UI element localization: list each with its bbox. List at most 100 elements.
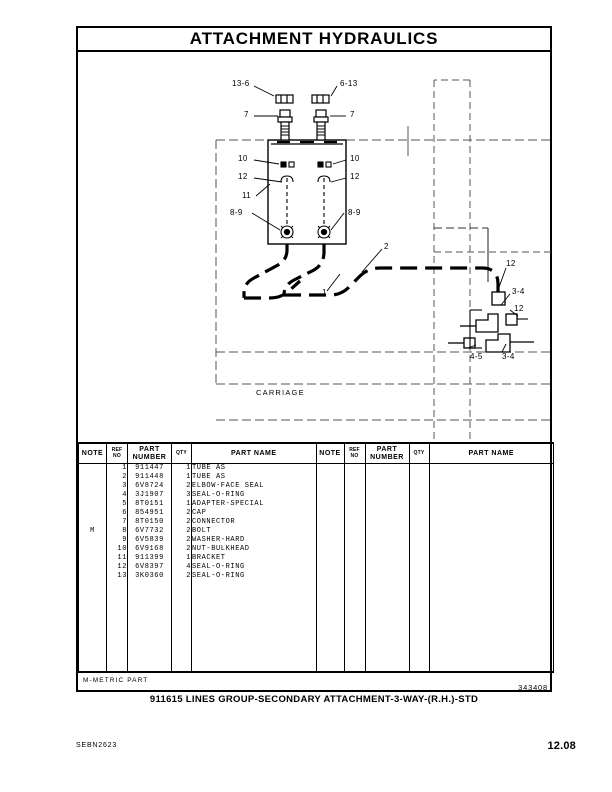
parts-row-13-qty: 2 — [186, 572, 191, 580]
parts-row-5-name: ADAPTER-SPECIAL — [192, 500, 265, 508]
table-header-row: NOTE REF NO PART NUMBER QTY PART NAME NO… — [78, 443, 554, 464]
figure-caption: 911615 LINES GROUP-SECONDARY ATTACHMENT-… — [149, 694, 479, 705]
parts-row-12-pn: 6V8397 — [135, 563, 164, 571]
technical-drawing: CARRIAGE 13-6 6-13 7 7 10 10 12 12 11 8-… — [78, 52, 554, 442]
callout-8-9-left: 8-9 — [230, 208, 243, 217]
column-qty-right — [408, 463, 430, 672]
callout-6-13: 6-13 — [340, 79, 358, 88]
parts-row-12-ref: 12 — [117, 563, 127, 571]
parts-row-3-name: ELBOW-FACE SEAL — [192, 482, 265, 490]
header-pn-line1-r: PART — [376, 446, 398, 454]
parts-row-5-qty: 1 — [186, 500, 191, 508]
parts-row-11-note — [79, 554, 106, 563]
parts-row-3-qty: 2 — [186, 482, 191, 490]
parts-row-4-name: SEAL-O-RING — [192, 491, 245, 499]
header-ref-line1: REF — [111, 447, 123, 454]
header-qty-right: QTY — [408, 443, 430, 464]
callout-7-left: 7 — [244, 110, 249, 119]
parts-row-10-pn: 6V9168 — [135, 545, 164, 553]
column-note-left: M — [79, 464, 106, 671]
parts-row-12-qty: 4 — [186, 563, 191, 571]
callout-3-4-upper: 3-4 — [512, 287, 525, 296]
parts-row-10-note — [79, 545, 106, 554]
callout-2: 2 — [384, 242, 389, 251]
parts-row-5-ref: 5 — [122, 500, 127, 508]
parts-row-2-ref: 2 — [122, 473, 127, 481]
parts-row-2-pn: 911448 — [135, 473, 164, 481]
parts-row-1-ref: 1 — [122, 464, 127, 472]
parts-row-13-ref: 13 — [117, 572, 127, 580]
parts-row-3-ref: 3 — [122, 482, 127, 490]
header-part-name-left: PART NAME — [191, 443, 317, 464]
parts-row-7-name: CONNECTOR — [192, 518, 236, 526]
parts-row-10-qty: 2 — [186, 545, 191, 553]
drawing-vector — [215, 79, 554, 442]
parts-row-7-pn: 8T0150 — [135, 518, 164, 526]
header-note-right: NOTE — [315, 443, 345, 464]
parts-row-9-name: WASHER-HARD — [192, 536, 245, 544]
parts-row-4-qty: 3 — [186, 491, 191, 499]
parts-row-4-ref: 4 — [122, 491, 127, 499]
header-ref-line2-r: NO — [350, 452, 359, 459]
parts-row-7-ref: 7 — [122, 518, 127, 526]
metric-part-note: M-METRIC PART — [83, 677, 149, 684]
parts-row-6-name: CAP — [192, 509, 207, 517]
parts-row-13-pn: 3K0360 — [135, 572, 164, 580]
column-part-name-right — [428, 463, 554, 672]
column-part-number-right — [364, 463, 410, 672]
header-note-left: NOTE — [78, 443, 107, 464]
header-part-name-right: PART NAME — [428, 443, 554, 464]
parts-row-8-note: M — [90, 527, 95, 535]
parts-row-7-note — [79, 518, 106, 527]
parts-row-10-ref: 10 — [117, 545, 127, 553]
parts-row-6-ref: 6 — [122, 509, 127, 517]
column-ref-right — [343, 463, 366, 672]
parts-row-1-note — [79, 464, 106, 473]
parts-row-12-note — [79, 563, 106, 572]
header-ref-line2: NO — [113, 452, 121, 459]
parts-row-3-note — [79, 482, 106, 491]
parts-row-3-pn: 6V8724 — [135, 482, 164, 490]
callout-12-upper-right: 12 — [506, 259, 516, 268]
page-title: ATTACHMENT HYDRAULICS — [189, 29, 439, 48]
header-part-number-right: PART NUMBER — [364, 443, 410, 464]
parts-row-8-name: BOLT — [192, 527, 212, 535]
parts-row-11-name: BRACKET — [192, 554, 226, 562]
column-note-right — [315, 463, 345, 672]
callout-8-9-right: 8-9 — [348, 208, 361, 217]
parts-row-7-qty: 2 — [186, 518, 191, 526]
parts-row-13-name: SEAL-O-RING — [192, 572, 245, 580]
callout-12-right: 12 — [350, 172, 360, 181]
parts-row-9-ref: 9 — [122, 536, 127, 544]
header-ref-no-left: REF NO — [106, 443, 128, 464]
parts-row-2-name: TUBE AS — [192, 473, 226, 481]
parts-row-11-pn: 911399 — [135, 554, 164, 562]
callout-3-4-lower: 3-4 — [502, 352, 515, 361]
parts-row-6-note — [79, 509, 106, 518]
header-ref-line1-r: REF — [349, 447, 360, 454]
parts-row-13-note — [79, 572, 106, 581]
header-qty-left: QTY — [171, 443, 192, 464]
parts-row-6-qty: 2 — [186, 509, 191, 517]
parts-row-9-pn: 6V5839 — [135, 536, 164, 544]
carriage-label: CARRIAGE — [256, 388, 305, 397]
page-number: 12.08 — [547, 740, 576, 752]
callout-10-left: 10 — [238, 154, 248, 163]
header-pn-line2: NUMBER — [132, 453, 167, 461]
parts-row-10-name: NUT-BULKHEAD — [192, 545, 250, 553]
parts-row-9-qty: 2 — [186, 536, 191, 544]
parts-row-11-qty: 1 — [186, 554, 191, 562]
callout-11: 11 — [242, 191, 252, 200]
callout-12-lower-right: 12 — [514, 304, 524, 313]
callout-4-5: 4-5 — [470, 352, 483, 361]
header-pn-line2-r: NUMBER — [370, 453, 404, 461]
parts-row-1-pn: 911447 — [135, 464, 164, 472]
parts-row-2-qty: 1 — [186, 473, 191, 481]
parts-row-9-note — [79, 536, 106, 545]
sheet-title-bar: ATTACHMENT HYDRAULICS — [78, 28, 550, 52]
parts-row-12-name: SEAL-O-RING — [192, 563, 245, 571]
